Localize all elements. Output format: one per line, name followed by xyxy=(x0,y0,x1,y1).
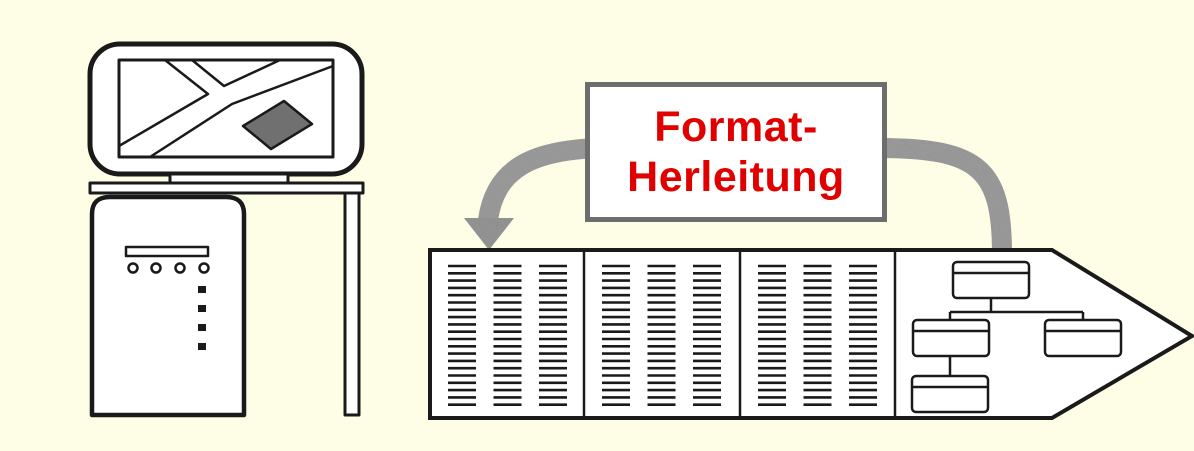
label-line-1: Format- xyxy=(654,103,818,151)
document-ship xyxy=(428,248,1194,420)
label-line-2: Herleitung xyxy=(627,153,845,201)
map-road-icon xyxy=(118,58,334,159)
desk-icon xyxy=(88,181,365,417)
format-derivation-label: Format- Herleitung xyxy=(585,82,887,222)
computer-tower-icon xyxy=(89,194,247,418)
computer-illustration xyxy=(87,41,365,418)
document-text-lines xyxy=(448,264,877,407)
monitor-icon xyxy=(87,41,365,185)
hierarchy-tree-icon xyxy=(910,260,1123,414)
map-diamond-icon xyxy=(241,99,314,151)
